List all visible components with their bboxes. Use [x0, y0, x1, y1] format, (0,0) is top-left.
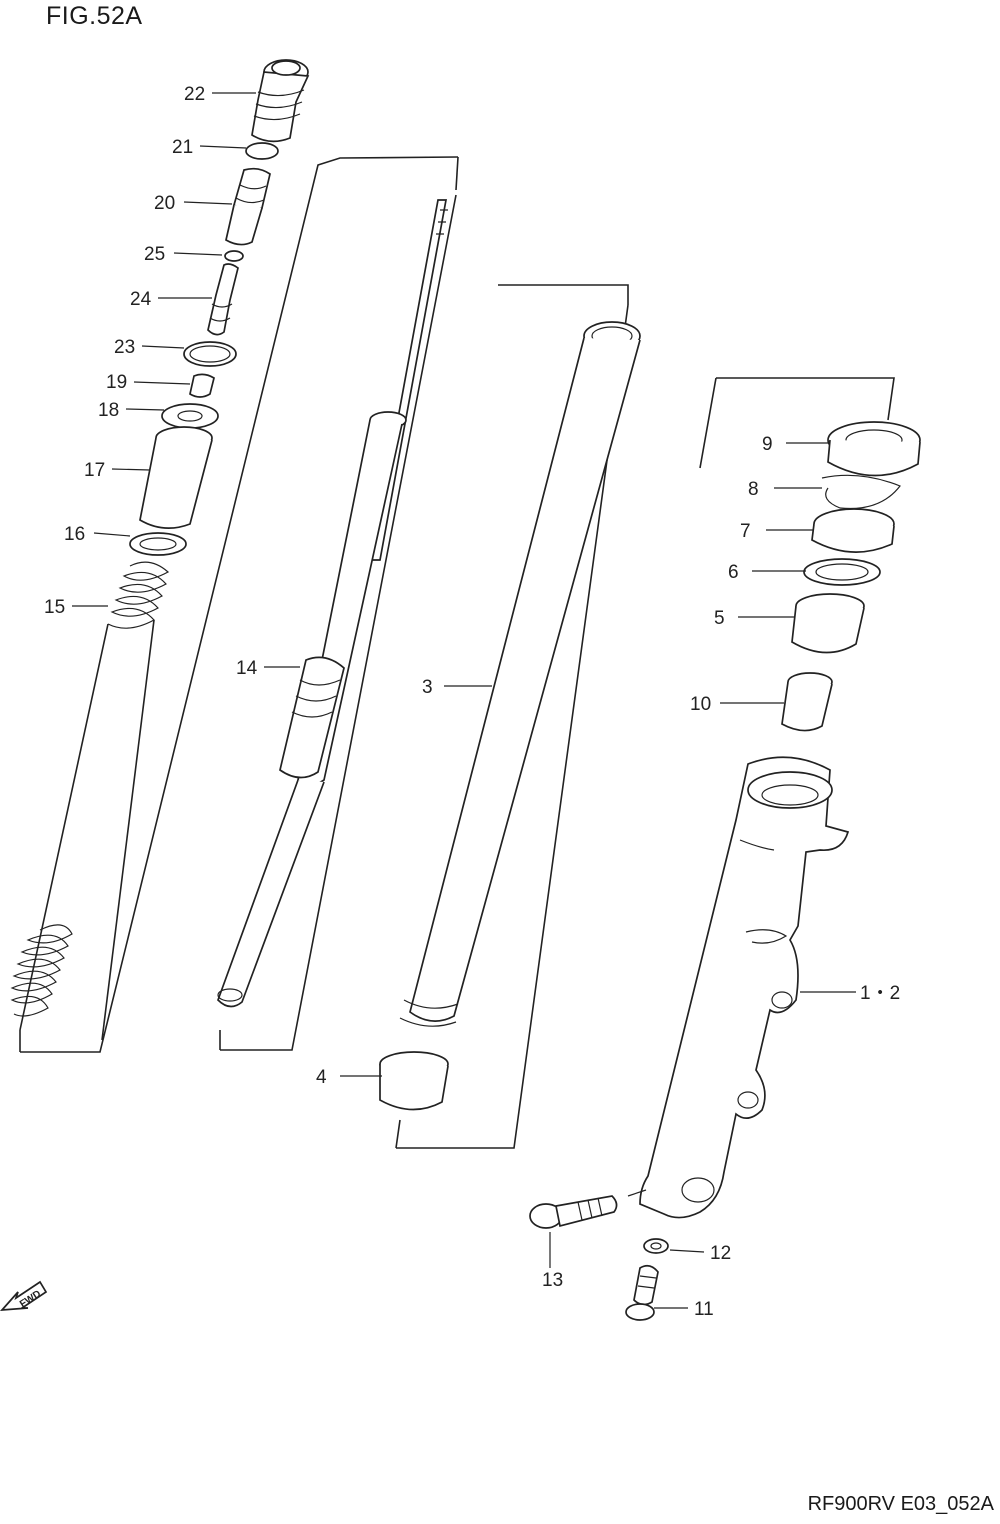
- part-11-drain-bolt: [625, 1264, 659, 1321]
- part-3-inner-tube: [399, 321, 641, 1027]
- figure-title: FIG.52A: [46, 2, 143, 30]
- callout-3: 3: [422, 677, 433, 698]
- part-18-washer: [161, 403, 219, 429]
- callout-15: 15: [44, 597, 65, 618]
- callout-17: 17: [84, 460, 105, 481]
- part-24-adjuster-rod: [207, 263, 239, 336]
- callout-12: 12: [710, 1243, 731, 1264]
- part-20-adjuster: [225, 167, 271, 246]
- callout-19: 19: [106, 372, 127, 393]
- part-19-spacer: [189, 373, 215, 398]
- callout-labels: 22 21 20 25 24 23 19 18 17 16 15 14 3 4 …: [44, 84, 900, 1320]
- part-13-axle-pinch-bolt: [529, 1195, 618, 1229]
- group-outline-inner-tube: [395, 284, 629, 1149]
- part-6-washer: [803, 558, 881, 586]
- fwd-direction-arrow: FWD: [0, 1280, 48, 1312]
- part-16-washer: [129, 532, 187, 556]
- callout-6: 6: [728, 562, 739, 583]
- callout-13: 13: [542, 1270, 563, 1291]
- part-9-dust-seal: [827, 421, 921, 477]
- callout-16: 16: [64, 524, 85, 545]
- part-4-slide-bushing: [379, 1051, 449, 1111]
- callout-8: 8: [748, 479, 759, 500]
- callout-20: 20: [154, 193, 175, 214]
- part-5-guide-bushing: [791, 593, 865, 654]
- part-21-o-ring: [245, 142, 279, 160]
- group-outline-damper-rod: [219, 194, 457, 1051]
- callout-14: 14: [236, 658, 258, 679]
- callout-21: 21: [172, 137, 193, 158]
- leader-lines: [72, 92, 856, 1309]
- part-22-fork-cap-bolt: [251, 59, 310, 143]
- group-outline-spring-assembly: [19, 156, 459, 1053]
- part-1-2-outer-tube: [639, 756, 850, 1219]
- drawing-code: RF900RV E03_052A: [807, 1493, 994, 1515]
- part-14-damper-rod: [217, 199, 448, 1008]
- part-25-small-ring: [224, 250, 244, 262]
- callout-22: 22: [184, 84, 205, 105]
- callout-11: 11: [694, 1299, 714, 1320]
- callout-10: 10: [690, 694, 711, 715]
- callout-18: 18: [98, 400, 119, 421]
- callout-9: 9: [762, 434, 773, 455]
- part-10-oil-lock-piece: [781, 672, 833, 732]
- callout-24: 24: [130, 289, 152, 310]
- callout-5: 5: [714, 608, 725, 629]
- callout-7: 7: [740, 521, 751, 542]
- callout-23: 23: [114, 337, 135, 358]
- part-12-gasket: [643, 1238, 669, 1254]
- part-15-fork-spring: [10, 561, 170, 1041]
- part-7-oil-seal: [811, 508, 895, 553]
- group-outline-outer-tube: [699, 377, 895, 469]
- callout-1-2: 1・2: [860, 983, 900, 1004]
- callout-4: 4: [316, 1067, 327, 1088]
- callout-25: 25: [144, 244, 165, 265]
- part-17-spacer-tube: [139, 426, 213, 529]
- part-8-retaining-ring: [821, 474, 901, 510]
